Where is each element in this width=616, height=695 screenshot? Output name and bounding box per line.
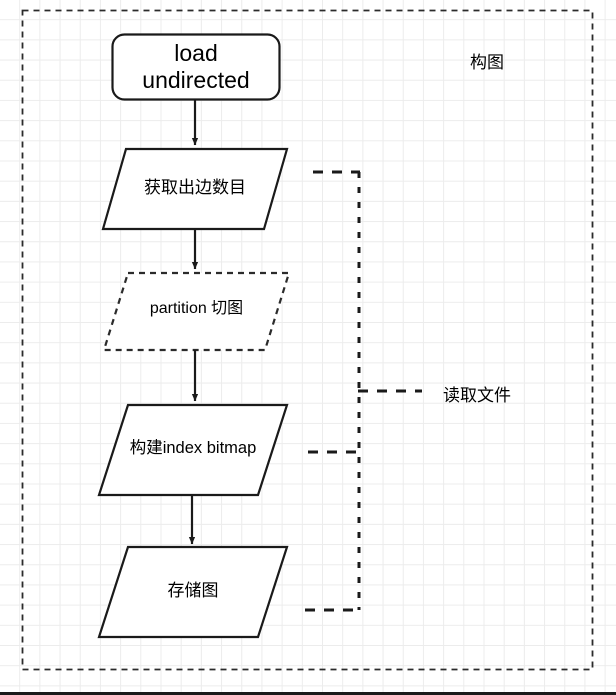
annotation-build-graph-label: 构图 bbox=[470, 53, 504, 72]
bottom-edge-bar bbox=[0, 692, 616, 695]
node-load-undirected-shape[interactable] bbox=[111, 33, 281, 101]
annotation-read-file-label: 读取文件 bbox=[443, 386, 511, 405]
outer-dashed-border bbox=[21, 9, 594, 671]
node-store-graph-shape[interactable] bbox=[97, 545, 289, 639]
node-build-index-bitmap-shape[interactable] bbox=[97, 403, 289, 497]
node-get-out-edge-count-shape[interactable] bbox=[101, 147, 289, 231]
node-partition-cut-graph-shape[interactable] bbox=[102, 271, 291, 352]
